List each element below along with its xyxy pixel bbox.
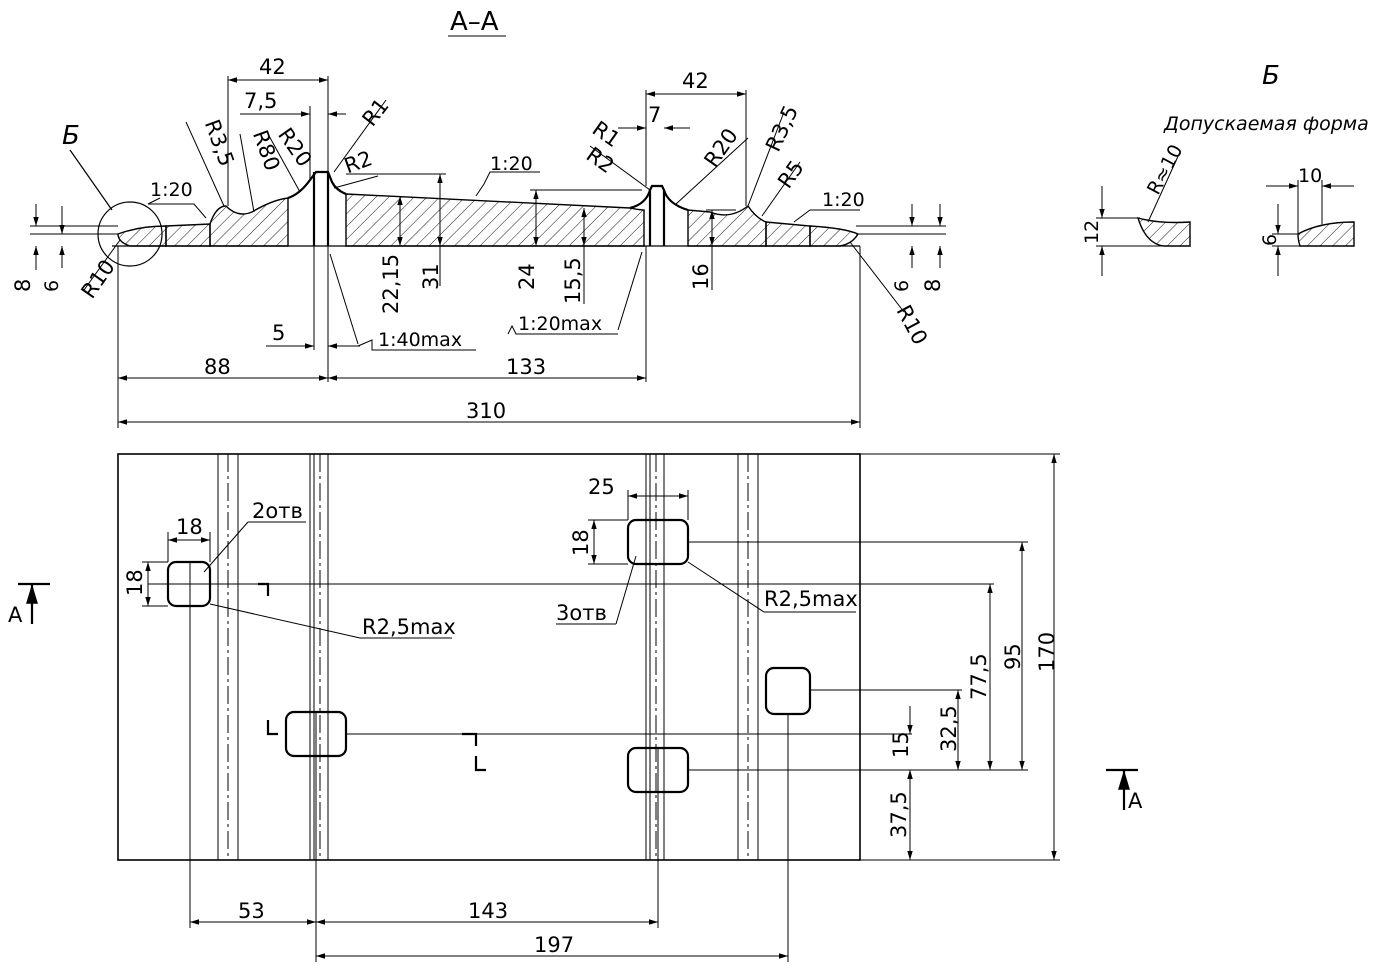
cut-label-right: А <box>1128 789 1143 813</box>
middle-block <box>345 193 645 247</box>
svg-text:16: 16 <box>689 263 713 290</box>
svg-text:R1: R1 <box>358 94 394 131</box>
svg-text:3отв: 3отв <box>556 601 607 625</box>
left-tip <box>117 225 167 247</box>
section-view: А–А Б 42 <box>11 7 946 428</box>
svg-text:R2,5max: R2,5max <box>764 587 858 611</box>
svg-text:8: 8 <box>921 279 945 292</box>
svg-text:32,5: 32,5 <box>937 705 961 752</box>
svg-text:12: 12 <box>1081 220 1103 244</box>
svg-text:R10: R10 <box>892 301 933 349</box>
svg-text:R2,5max: R2,5max <box>362 615 456 639</box>
svg-text:R5: R5 <box>773 156 809 193</box>
svg-text:5: 5 <box>272 321 285 345</box>
svg-text:31: 31 <box>419 263 443 290</box>
svg-text:2отв: 2отв <box>252 499 303 523</box>
svg-text:15: 15 <box>889 731 913 758</box>
detail-callout-letter: Б <box>62 121 80 151</box>
svg-text:18: 18 <box>569 529 593 556</box>
svg-text:170: 170 <box>1035 632 1059 672</box>
plan-view: 18 18 2отв R2,5max 25 18 3отв R2,5max <box>8 453 1143 962</box>
svg-text:10: 10 <box>1298 165 1322 187</box>
svg-text:24: 24 <box>515 263 539 290</box>
dim-143: 143 <box>468 899 508 923</box>
svg-text:1:20: 1:20 <box>490 153 533 175</box>
svg-text:R10: R10 <box>76 255 119 303</box>
svg-text:R3,5: R3,5 <box>200 116 239 169</box>
svg-text:22,15: 22,15 <box>379 254 403 314</box>
detail-letter: Б <box>1262 61 1280 91</box>
detail-view: Б Допускаемая форма 12 R≈10 6 10 <box>1081 61 1369 276</box>
svg-text:25: 25 <box>588 475 615 499</box>
svg-text:18: 18 <box>123 569 147 596</box>
section-title: А–А <box>450 7 499 37</box>
right-shoulder <box>687 204 767 247</box>
svg-text:1:20max: 1:20max <box>518 313 602 335</box>
hole-far-right <box>764 666 812 716</box>
cut-label-left: А <box>8 603 23 627</box>
dim-42-right: 42 <box>682 69 709 93</box>
svg-text:18: 18 <box>176 515 203 539</box>
dim-88: 88 <box>204 355 231 379</box>
svg-text:15,5: 15,5 <box>561 257 585 304</box>
svg-text:1:40max: 1:40max <box>378 329 462 351</box>
svg-text:7: 7 <box>648 103 661 127</box>
detail-caption: Допускаемая форма <box>1163 113 1369 135</box>
svg-text:R3,5: R3,5 <box>761 102 803 156</box>
dim-42-left: 42 <box>259 55 286 79</box>
svg-text:6: 6 <box>1259 234 1281 246</box>
dim-7-5: 7,5 <box>244 89 277 113</box>
svg-text:1:20: 1:20 <box>150 179 193 201</box>
hole-right-top <box>626 518 690 566</box>
svg-text:6: 6 <box>41 280 63 292</box>
svg-text:1:20: 1:20 <box>822 189 865 211</box>
svg-text:R20: R20 <box>699 124 742 172</box>
dim-310: 310 <box>466 399 506 423</box>
dim-53: 53 <box>238 899 265 923</box>
svg-text:6: 6 <box>891 280 913 292</box>
svg-text:77,5: 77,5 <box>967 653 991 700</box>
svg-text:37,5: 37,5 <box>887 791 911 838</box>
left-shoulder <box>209 197 289 247</box>
dim-197: 197 <box>534 933 574 957</box>
svg-text:95: 95 <box>1001 643 1025 670</box>
dim-133: 133 <box>506 355 546 379</box>
svg-text:8: 8 <box>11 279 35 292</box>
svg-text:R≈10: R≈10 <box>1143 141 1187 198</box>
